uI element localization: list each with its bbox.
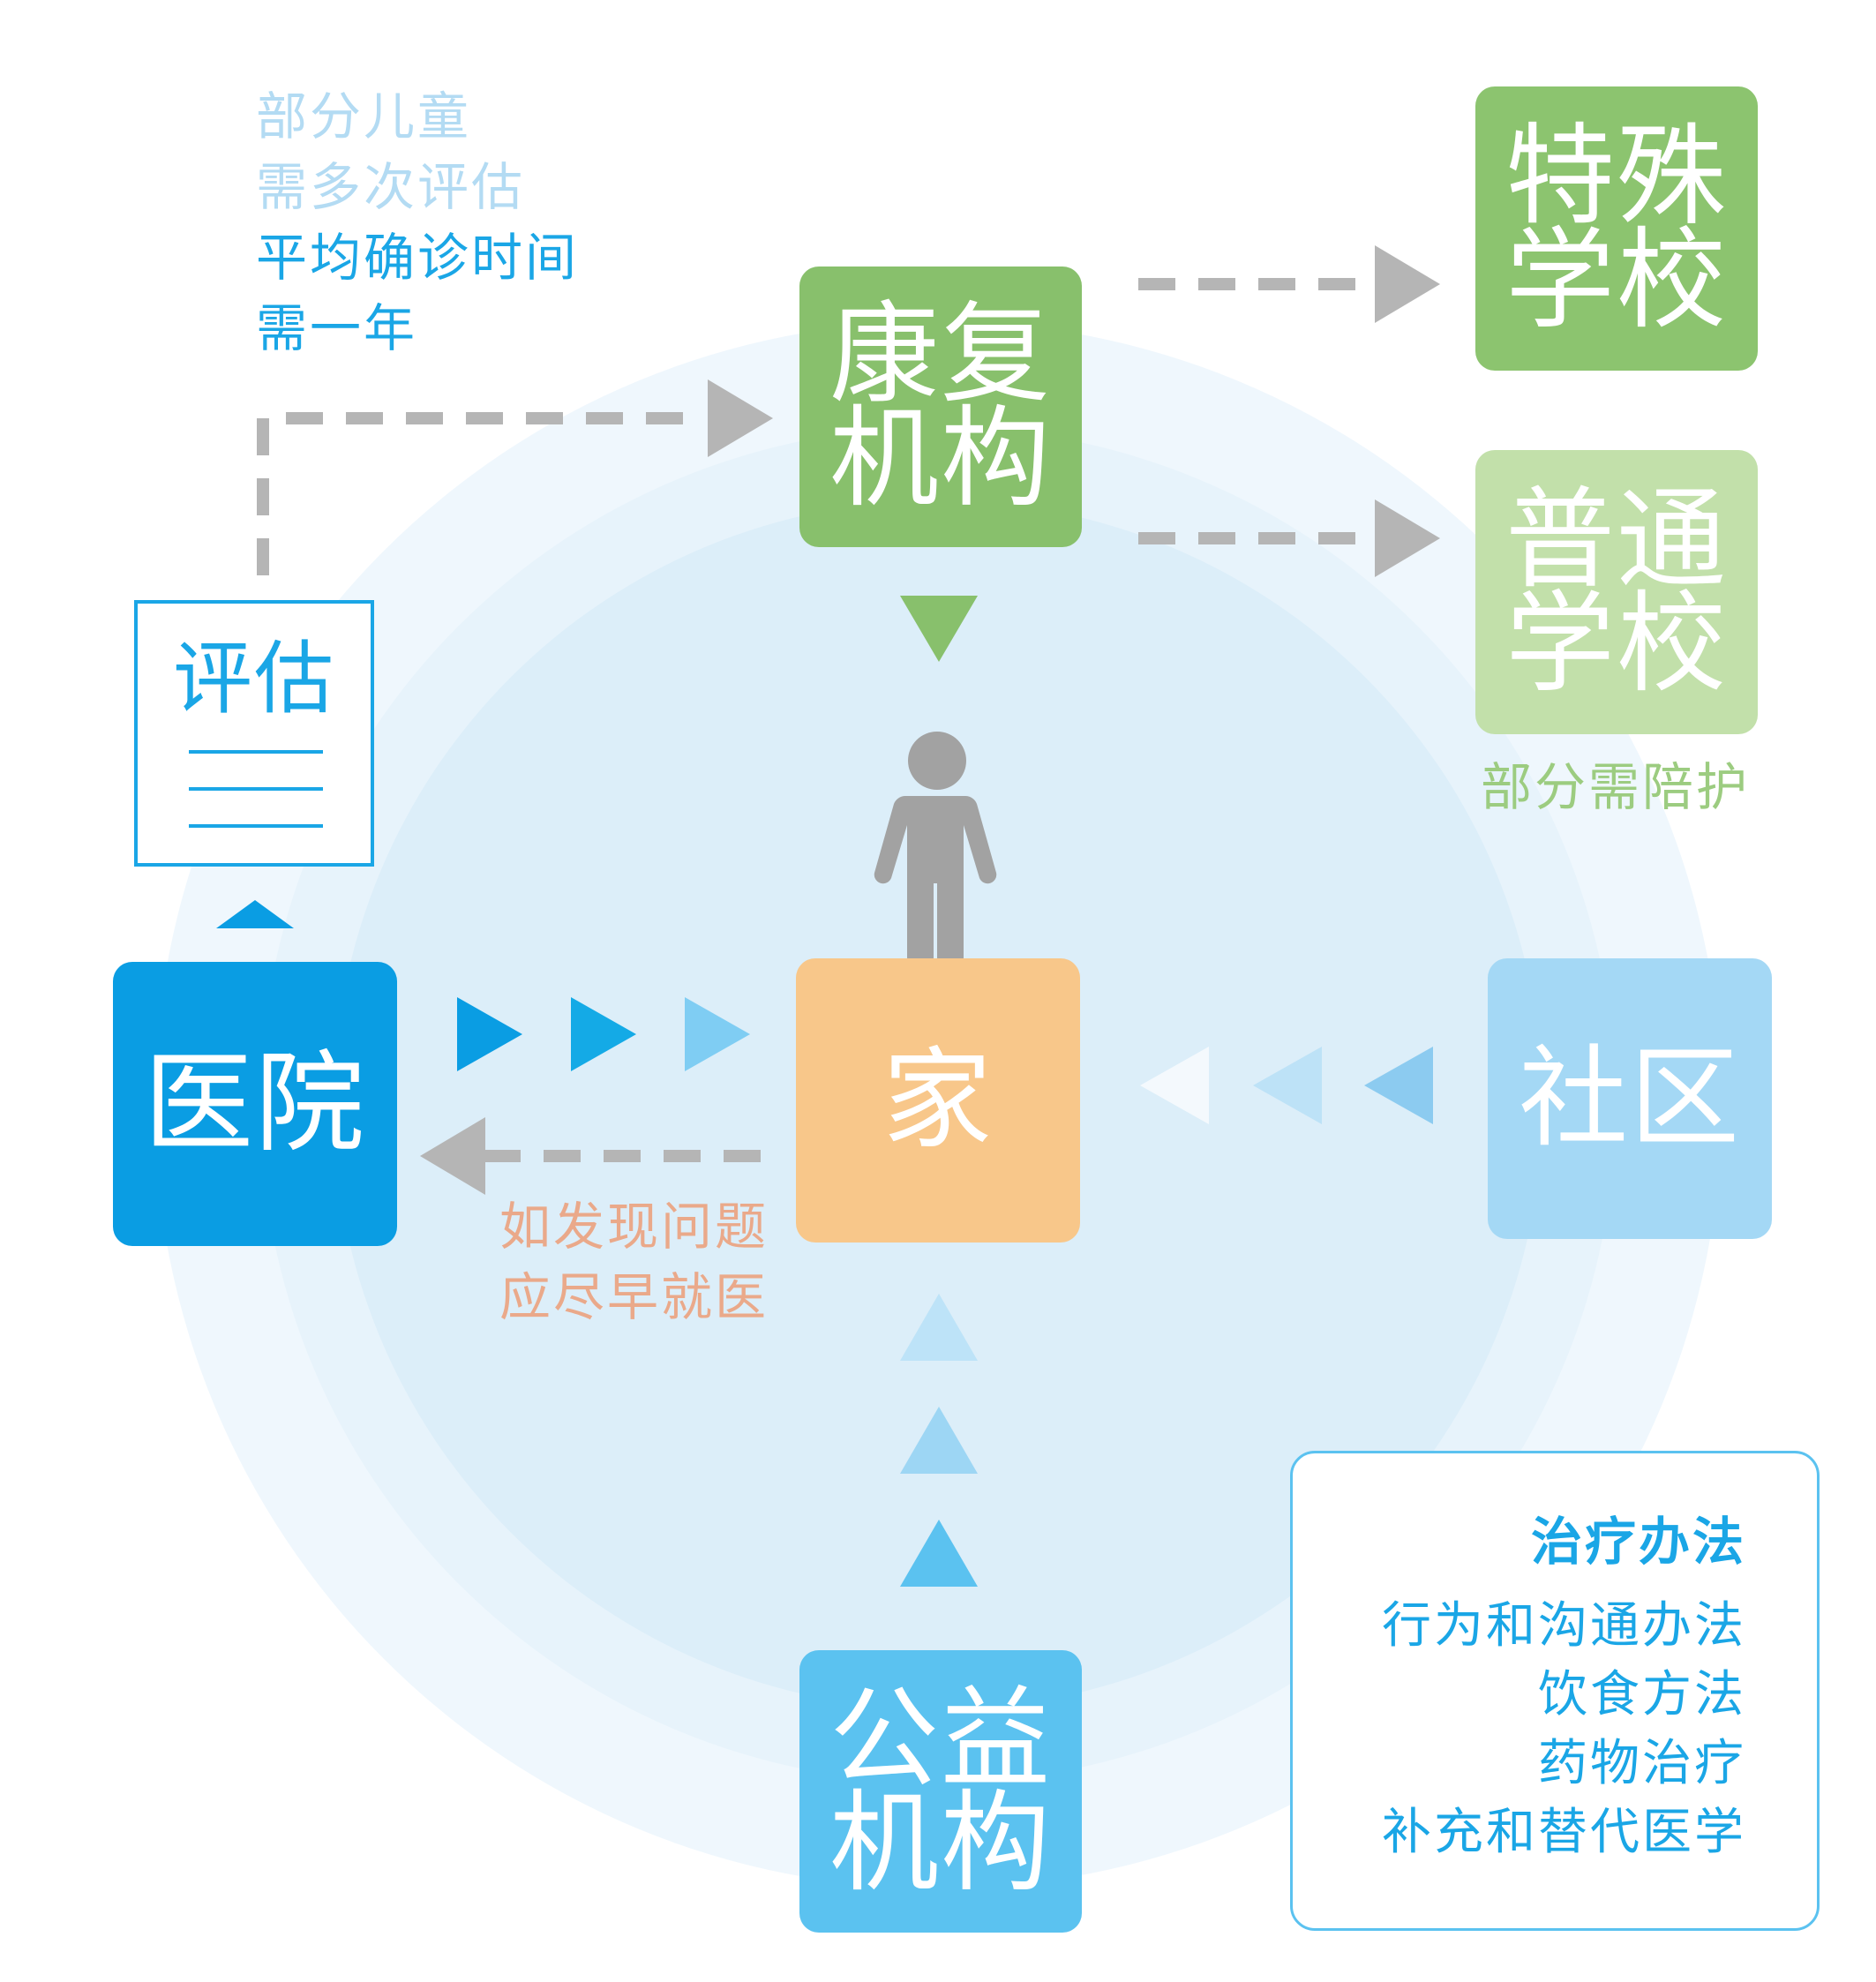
- treatment-item-4: 补充和替代医学: [1382, 1804, 1746, 1861]
- diagnosis-time-line-1: 平均确诊时间: [256, 228, 580, 288]
- rehab-institution-box: 康复 机构: [799, 267, 1082, 547]
- treatment-item-1: 行为和沟通办法: [1382, 1597, 1746, 1655]
- diagnosis-time-line-2: 需一年: [256, 298, 418, 358]
- community-label: 社区: [1518, 1035, 1741, 1162]
- regular-school-label: 普通 学校: [1505, 477, 1728, 708]
- assessment-label: 评估: [173, 633, 335, 725]
- assessment-to-rehab-arrow: [257, 379, 773, 575]
- rehab-to-special-school-arrow: [1138, 245, 1440, 323]
- multi-assessment-line-1: 部分儿童: [256, 86, 472, 146]
- treatment-item-3: 药物治疗: [1538, 1735, 1746, 1792]
- assessment-line-2: [189, 787, 323, 791]
- multi-assessment-line-2: 需多次评估: [256, 157, 526, 217]
- hospital-to-assessment-triangle: [216, 900, 294, 928]
- assessment-line-3: [189, 824, 323, 828]
- treatment-item-2: 饮食方法: [1538, 1666, 1746, 1723]
- charity-institution-label: 公益 机构: [829, 1676, 1052, 1907]
- community-to-home-triangles: [1140, 1047, 1433, 1124]
- home-label: 家: [882, 1037, 994, 1164]
- home-to-hospital-arrow: [420, 1117, 773, 1195]
- hospital-to-home-triangles: [457, 997, 750, 1071]
- assessment-document: 评估: [134, 600, 374, 867]
- charity-institution-box: 公益 机构: [799, 1650, 1082, 1933]
- hospital-box: 医院: [113, 962, 397, 1246]
- regular-school-box: 普通 学校: [1475, 450, 1758, 734]
- diagnosis-time-note: 平均确诊时间 需一年: [256, 222, 579, 364]
- community-box: 社区: [1488, 958, 1772, 1239]
- rehab-to-regular-school-arrow: [1138, 499, 1440, 577]
- home-box: 家: [796, 958, 1080, 1243]
- child-person-icon: [874, 732, 997, 968]
- accompany-note: 部分需陪护: [1481, 757, 1751, 817]
- multi-assessment-note: 部分儿童 需多次评估: [256, 81, 525, 222]
- rehab-to-home-triangle: [900, 596, 978, 662]
- special-school-box: 特殊 学校: [1475, 86, 1758, 371]
- hospital-label: 医院: [143, 1040, 366, 1167]
- see-doctor-note: 如发现问题 应尽早就医: [499, 1191, 769, 1333]
- see-doctor-line-2: 应尽早就医: [499, 1267, 769, 1327]
- treatment-methods-box: 治疗办法 行为和沟通办法 饮食方法 药物治疗 补充和替代医学: [1290, 1451, 1820, 1931]
- special-school-label: 特殊 学校: [1505, 113, 1728, 344]
- treatment-title: 治疗办法: [1530, 1512, 1746, 1572]
- assessment-line-1: [189, 750, 323, 754]
- rehab-institution-label: 康复 机构: [829, 291, 1052, 522]
- see-doctor-line-1: 如发现问题: [499, 1197, 769, 1257]
- charity-to-home-triangles: [900, 1294, 978, 1587]
